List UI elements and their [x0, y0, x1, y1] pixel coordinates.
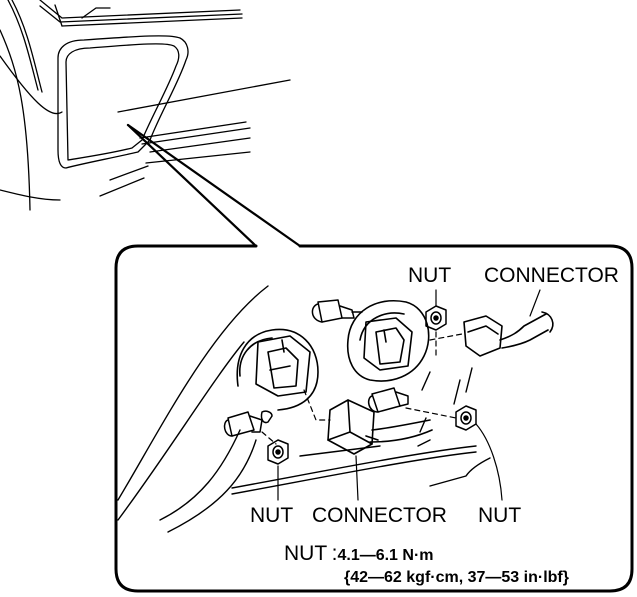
- torque-spec-separator: :: [331, 542, 338, 565]
- torque-spec-line2: {42—62 kgf·cm, 37—53 in·lbf}: [344, 570, 569, 586]
- guide-lines: [261, 331, 463, 445]
- nut-top: [425, 305, 447, 331]
- label-nut-bottom-right: NUT: [478, 504, 522, 527]
- label-nut-top: NUT: [408, 264, 452, 287]
- lamp-socket-center: [346, 300, 430, 382]
- label-connector-bottom: CONNECTOR: [312, 504, 447, 527]
- torque-spec-line1: NUT :4.1—6.1 N·m: [284, 543, 434, 564]
- label-connector-top: CONNECTOR: [484, 264, 619, 287]
- torque-spec-label: NUT: [284, 542, 328, 565]
- stud-center: [367, 387, 409, 413]
- label-nut-bottom-left: NUT: [250, 504, 294, 527]
- nut-left: [267, 439, 289, 465]
- vehicle-overview: [0, 0, 291, 211]
- connector-center: [327, 399, 433, 455]
- torque-spec-alt: {42—62 kgf·cm, 37—53 in·lbf}: [344, 569, 569, 586]
- connector-right: [463, 311, 554, 357]
- lamp-opening-outline: [57, 35, 189, 169]
- callout-pointer: [126, 123, 302, 248]
- leader-lines: [277, 289, 541, 501]
- callout-box: [114, 244, 634, 593]
- stud-top: [311, 299, 363, 323]
- lamp-socket-left: [236, 328, 319, 411]
- torque-spec-metric: 4.1—6.1 N·m: [337, 547, 434, 564]
- nut-right: [455, 405, 477, 431]
- lamp-inner-outline: [65, 43, 180, 161]
- stud-left: [223, 410, 273, 437]
